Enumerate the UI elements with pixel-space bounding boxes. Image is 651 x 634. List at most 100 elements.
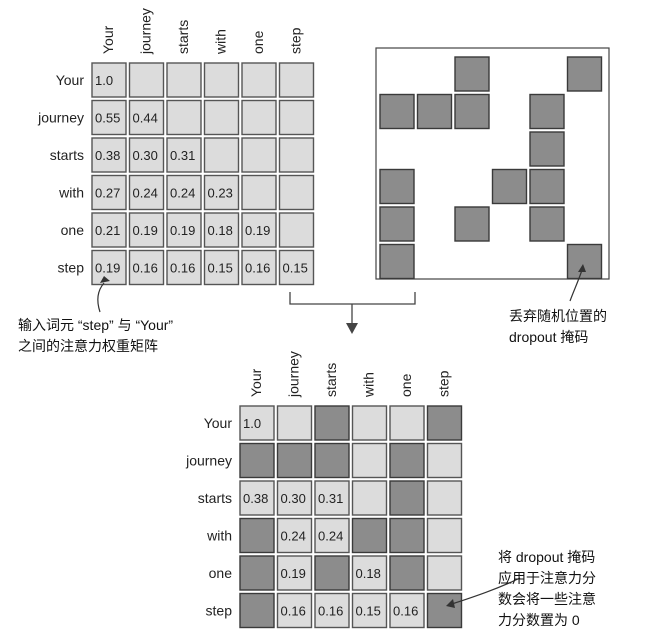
pointer-head-result: [446, 599, 455, 608]
weight-cell: [166, 99, 202, 136]
dropped-cell: [389, 517, 425, 554]
weight-cell: [278, 99, 315, 136]
dropped-cell: [239, 517, 275, 554]
weight-value: 0.15: [208, 261, 233, 276]
kept-cell: [276, 555, 313, 591]
weight-cell: [241, 174, 277, 211]
kept-cell: [314, 592, 350, 629]
weight-value: 1.0: [95, 73, 113, 88]
weight-cell: [128, 62, 165, 98]
mask-cell: [379, 168, 415, 205]
weight-value: 0.30: [133, 148, 158, 163]
col-header: step: [288, 27, 304, 54]
dropout-mask-matrix: [375, 47, 610, 280]
pointer-to-weights: [97, 282, 105, 313]
weight-cell: [91, 174, 127, 211]
mask-cell: [379, 206, 415, 242]
row-header: step: [58, 260, 85, 276]
weight-value: 0.16: [133, 261, 158, 276]
weight-cell: [241, 99, 277, 136]
kept-cell: [276, 480, 313, 516]
row-header: starts: [50, 147, 84, 163]
weight-value: 0.44: [133, 111, 158, 126]
kept-cell: [351, 480, 388, 516]
mask-cell: [491, 168, 528, 205]
kept-cell: [351, 442, 388, 479]
kept-cell: [389, 405, 425, 441]
weight-cell: [128, 249, 165, 286]
dropped-cell: [389, 555, 425, 591]
result-value: 0.30: [281, 491, 306, 506]
result-value: 0.38: [243, 491, 268, 506]
mask-cell: [454, 56, 490, 92]
connector-arrow: [289, 292, 416, 324]
weight-cell: [241, 62, 277, 98]
row-header: starts: [198, 490, 232, 506]
dropped-cell: [426, 405, 463, 441]
weight-cell: [203, 62, 240, 98]
mask-cell: [416, 93, 453, 130]
mask-cell: [454, 93, 490, 130]
weight-cell: [128, 99, 165, 136]
weight-cell: [91, 249, 127, 286]
mask-cell: [566, 243, 603, 280]
weight-cell: [203, 137, 240, 173]
row-header: one: [61, 222, 85, 238]
dropped-cell: [351, 517, 388, 554]
weight-cell: [278, 212, 315, 248]
row-header: journey: [37, 110, 84, 126]
weight-value: 0.15: [283, 261, 308, 276]
dropped-cell: [314, 555, 350, 591]
weight-value: 0.24: [133, 186, 158, 201]
weight-cell: [91, 62, 127, 98]
col-header: starts: [175, 20, 191, 54]
result-value: 0.24: [318, 529, 343, 544]
result-value: 0.16: [318, 604, 343, 619]
dropped-cell: [314, 442, 350, 479]
weight-cell: [128, 212, 165, 248]
mask-frame: [375, 47, 610, 280]
weight-cell: [128, 174, 165, 211]
weight-value: 0.19: [245, 223, 270, 238]
weight-cell: [91, 99, 127, 136]
result-value: 0.31: [318, 491, 343, 506]
col-header: one: [398, 373, 414, 397]
mask-cell: [566, 56, 603, 92]
row-header: step: [206, 603, 233, 619]
caption-applied-line4: 力分数置为 0: [498, 612, 580, 628]
dropped-cell: [389, 480, 425, 516]
weight-value: 0.55: [95, 111, 120, 126]
weight-value: 0.19: [170, 223, 195, 238]
weight-cell: [203, 99, 240, 136]
kept-cell: [426, 442, 463, 479]
dropped-cell: [239, 442, 275, 479]
col-header: one: [250, 30, 266, 54]
weight-cell: [166, 174, 202, 211]
result-value: 0.18: [356, 566, 381, 581]
weight-value: 0.38: [95, 148, 120, 163]
weight-cell: [166, 137, 202, 173]
weight-value: 0.18: [208, 223, 233, 238]
caption-mask-line2: dropout 掩码: [509, 329, 588, 345]
kept-cell: [351, 555, 388, 591]
kept-cell: [276, 592, 313, 629]
kept-cell: [351, 592, 388, 629]
weight-cell: [91, 212, 127, 248]
weight-cell: [278, 137, 315, 173]
result-value: 0.24: [281, 529, 306, 544]
kept-cell: [239, 405, 275, 441]
col-header: Your: [248, 368, 264, 397]
weight-cell: [166, 249, 202, 286]
kept-cell: [276, 517, 313, 554]
weight-value: 0.21: [95, 223, 120, 238]
pointer-to-mask: [569, 269, 583, 302]
weight-cell: [203, 174, 240, 211]
weight-value: 0.19: [95, 261, 120, 276]
dropped-cell: [239, 592, 275, 629]
mask-cell: [454, 206, 490, 242]
weight-cell: [166, 62, 202, 98]
result-value: 0.16: [393, 604, 418, 619]
result-value: 0.15: [356, 604, 381, 619]
weight-cell: [128, 137, 165, 173]
